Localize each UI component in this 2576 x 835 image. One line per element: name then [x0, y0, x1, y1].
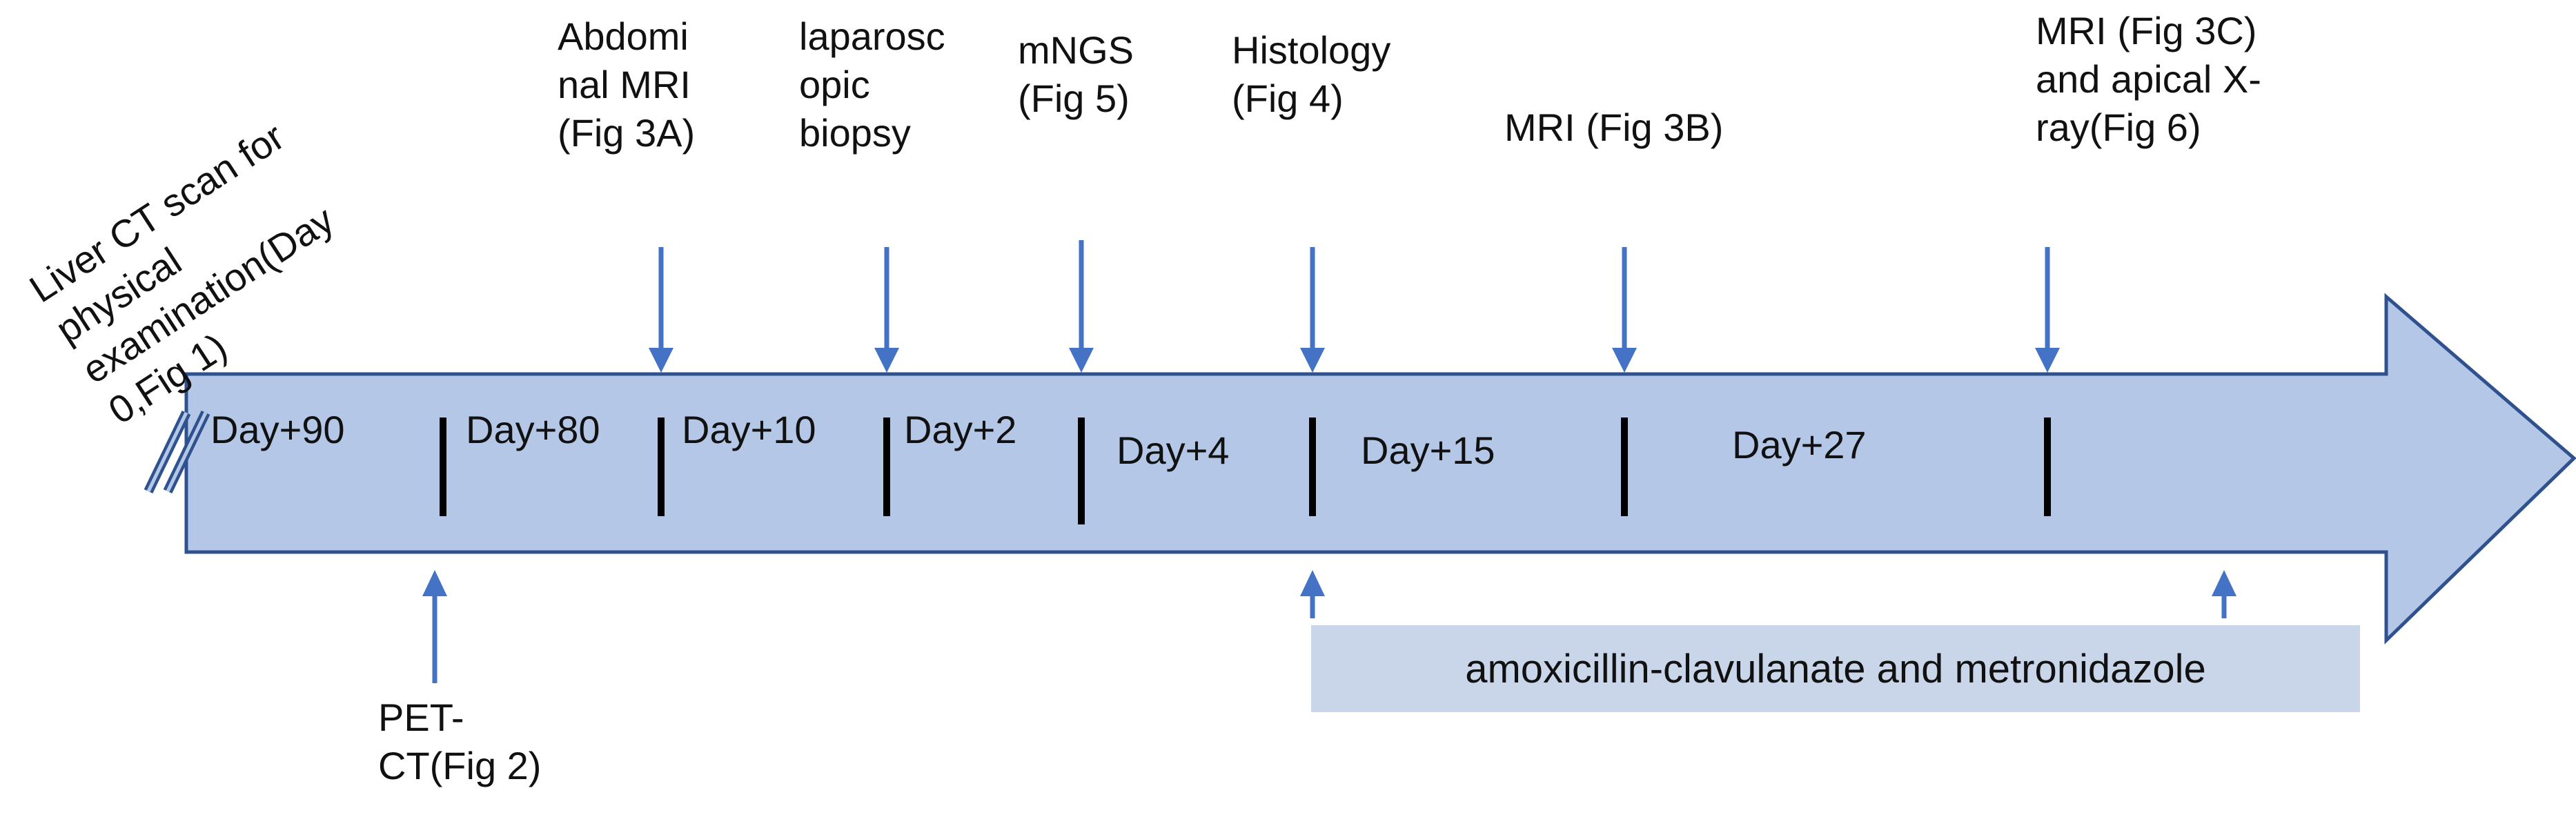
interval-label: Day+80: [466, 408, 600, 451]
down-arrows: [649, 240, 2060, 373]
up-arrow-icon: [2212, 570, 2236, 618]
interval-label: Day+2: [904, 408, 1017, 451]
down-arrow-icon: [649, 247, 674, 373]
interval-label: Day+10: [682, 408, 816, 451]
event-label-mri-3c-xray: MRI (Fig 3C) and apical X- ray(Fig 6): [2036, 9, 2261, 149]
interval-label: Day+27: [1732, 423, 1867, 466]
event-label-abdominal-mri: Abdomi nal MRI (Fig 3A): [558, 14, 696, 155]
down-arrow-icon: [1612, 247, 1637, 373]
down-arrow-icon: [2035, 247, 2060, 373]
event-label-mri-3b: MRI (Fig 3B): [1504, 106, 1724, 149]
interval-label: Day+90: [210, 408, 345, 451]
interval-label: Day+15: [1361, 429, 1495, 472]
interval-dividers: [440, 418, 2051, 524]
event-label-mngs: mNGS (Fig 5): [1018, 28, 1134, 120]
event-label-pet-ct: PET- CT(Fig 2): [378, 696, 542, 787]
up-arrow-icon: [1300, 570, 1325, 618]
axis-break-icon: [144, 410, 210, 494]
interval-label: Day+4: [1117, 429, 1230, 472]
down-arrow-icon: [1069, 240, 1094, 373]
up-arrows: [422, 570, 2236, 683]
up-arrow-icon: [422, 570, 447, 683]
timeline-arrow: [184, 293, 2576, 645]
down-arrow-icon: [1300, 247, 1325, 373]
down-arrow-icon: [874, 247, 899, 373]
event-label-histology: Histology (Fig 4): [1232, 28, 1391, 120]
treatment-box: amoxicillin-clavulanate and metronidazol…: [1311, 625, 2360, 712]
treatment-label: amoxicillin-clavulanate and metronidazol…: [1465, 646, 2206, 691]
event-label-laparoscopic-biopsy: laparosc opic biopsy: [799, 14, 945, 155]
